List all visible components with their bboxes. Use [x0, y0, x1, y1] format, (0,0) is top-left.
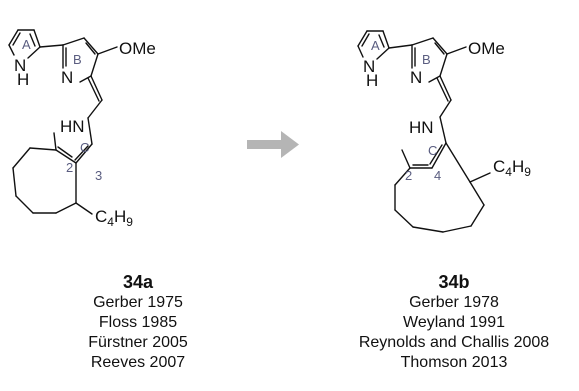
molecule-34b-bonds	[357, 30, 491, 233]
ring-label-b: B	[422, 52, 431, 67]
caption-34a: 34a Gerber 1975 Floss 1985 Fürstner 2005…	[38, 271, 238, 373]
atom-nh-a: N	[14, 56, 26, 75]
ring-label-c: C	[80, 140, 89, 155]
reference: Reeves 2007	[90, 354, 186, 371]
atom-nh-c: HN	[409, 118, 434, 137]
reference: Thomson 2013	[400, 354, 508, 371]
molecule-34a-labels: A N H B N OMe HN C 2 3 C4H9	[14, 37, 156, 229]
reference: Fürstner 2005	[88, 334, 188, 351]
reference: Gerber 1978	[409, 294, 499, 311]
substituent-c4h9: C4H9	[493, 157, 531, 179]
atom-n-b: N	[410, 68, 422, 87]
svg-text:H: H	[366, 71, 378, 90]
atom-ome: OMe	[468, 39, 505, 58]
position-4: 4	[434, 168, 441, 183]
position-2: 2	[66, 160, 73, 175]
ring-label-b: B	[73, 52, 82, 67]
substituent-c4h9: C4H9	[95, 207, 133, 229]
molecule-34b-labels: A N H B N OMe HN C 2 4 C4H9	[363, 38, 531, 183]
reaction-arrow	[247, 131, 299, 158]
reference: Reynolds and Challis 2008	[358, 334, 550, 351]
reference: Gerber 1975	[93, 294, 183, 311]
reference: Weyland 1991	[403, 314, 505, 331]
reaction-scheme-clean: A N H B N OMe HN C 2 3 C4H9	[8, 29, 532, 233]
reference: Floss 1985	[98, 314, 178, 331]
atom-n-b: N	[61, 68, 73, 87]
compound-id: 34a	[122, 272, 154, 292]
atom-nh-c: HN	[60, 117, 85, 136]
atom-nh-a: N	[363, 57, 375, 76]
caption-34b: 34b Gerber 1978 Weyland 1991 Reynolds an…	[331, 271, 577, 373]
position-3: 3	[95, 168, 102, 183]
molecule-34a-bonds	[8, 29, 118, 215]
atom-ome: OMe	[119, 39, 156, 58]
ring-label-a: A	[371, 38, 380, 53]
svg-text:H: H	[17, 70, 29, 89]
position-2: 2	[405, 168, 412, 183]
ring-label-a: A	[22, 37, 31, 52]
compound-id: 34b	[438, 272, 470, 292]
ring-label-c: C	[428, 143, 437, 158]
